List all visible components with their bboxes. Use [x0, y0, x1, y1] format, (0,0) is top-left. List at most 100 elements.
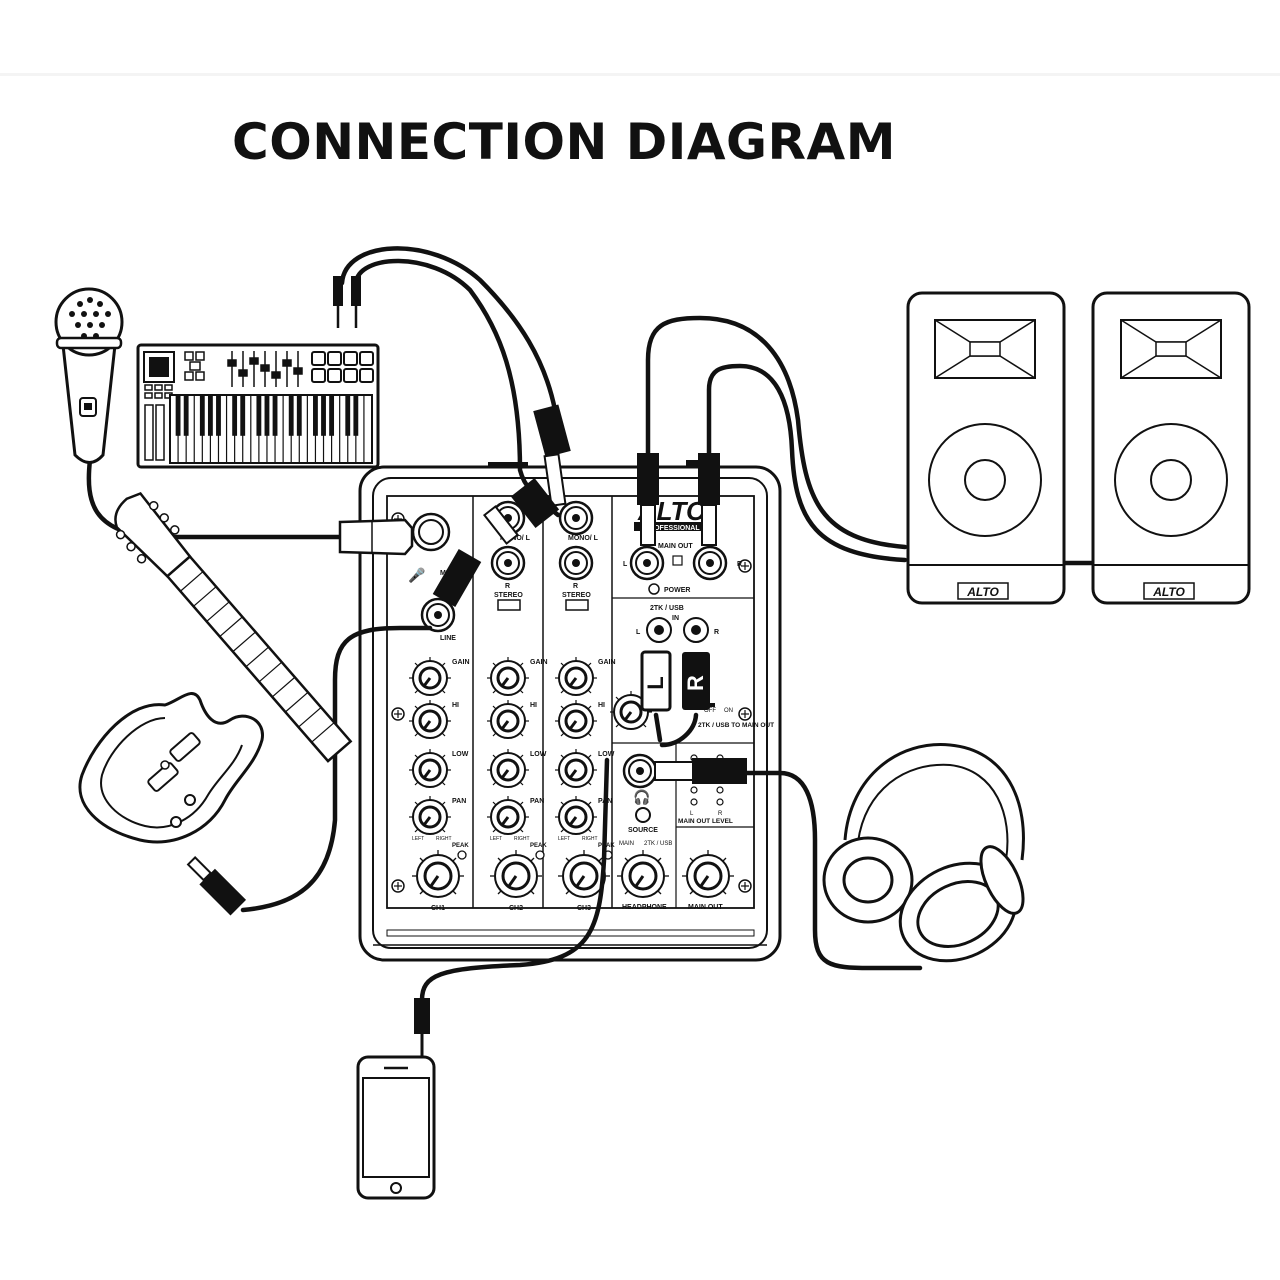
ch1-peak-label: PEAK — [452, 843, 469, 849]
ch1-gain-label: GAIN — [452, 659, 470, 666]
rca-plug-left: L — [640, 650, 672, 712]
ch2-low-label: LOW — [530, 751, 547, 758]
black-key — [199, 395, 205, 436]
ch3-pan-right-label: RIGHT — [582, 836, 598, 842]
source-main-label: MAIN — [619, 841, 634, 847]
ch2-r-label: R — [505, 583, 510, 590]
black-key — [329, 395, 335, 436]
black-key — [321, 395, 326, 436]
black-key — [175, 395, 181, 436]
black-key — [240, 395, 246, 436]
twotk-l-label: L — [636, 629, 641, 636]
ch2-peak-label: PEAK — [530, 843, 547, 849]
black-key — [288, 395, 294, 436]
diagram-title: CONNECTION DIAGRAM — [232, 113, 897, 171]
twotk-in-label: IN — [672, 615, 679, 622]
ch1-pan-left-label: LEFT — [412, 836, 424, 842]
black-key — [256, 395, 262, 436]
power-led — [648, 583, 660, 595]
keyboard-out-plugs — [333, 276, 361, 328]
xlr-connector — [338, 518, 414, 556]
black-key — [232, 395, 238, 436]
black-key — [345, 395, 351, 436]
rca-plug-right: R — [682, 652, 710, 710]
ch3-mono-l-jack[interactable] — [558, 500, 594, 536]
twotk-r-label: R — [714, 629, 719, 636]
ch1-label: CH1 — [431, 905, 445, 912]
mixer-brand-sub: PROFESSIONAL — [644, 525, 700, 532]
ch2-pan-right-label: RIGHT — [514, 836, 530, 842]
main-out-r-jack[interactable] — [692, 545, 728, 581]
twotk-to-main-switch[interactable] — [707, 703, 715, 707]
ch2-mono-l-label: MONO/ L — [500, 535, 531, 542]
ch1-hi-label: HI — [452, 702, 459, 709]
headphone-jack[interactable] — [622, 753, 658, 789]
keyboard-faders — [227, 351, 303, 387]
main-out-l-label: L — [623, 561, 628, 568]
headphones — [822, 743, 1025, 963]
ch2-stereo-switch[interactable] — [497, 599, 521, 611]
ch1-pan-right-label: RIGHT — [436, 836, 452, 842]
black-key — [296, 395, 302, 436]
source-label: SOURCE — [628, 827, 658, 834]
ch3-low-label: LOW — [598, 751, 615, 758]
ch2-peak-led — [535, 850, 545, 860]
ch3-label: CH3 — [577, 905, 591, 912]
black-key — [207, 395, 213, 436]
black-key — [183, 395, 189, 436]
black-key — [216, 395, 221, 436]
meter-r-label: R — [718, 811, 723, 817]
mic-xlr-input[interactable] — [411, 512, 451, 552]
main-out-knob-label: MAIN OUT — [688, 904, 723, 911]
line-plug-body — [432, 548, 482, 608]
headphone-icon: 🎧 — [633, 789, 650, 806]
guitar-cable-plug — [186, 856, 247, 916]
ch3-pan-left-label: LEFT — [558, 836, 570, 842]
power-label: POWER — [664, 587, 690, 594]
speaker-left: ALTO — [906, 291, 1066, 605]
keyboard-controller — [136, 343, 380, 469]
smartphone — [356, 1055, 436, 1200]
keyboard-keys — [175, 395, 365, 463]
main-out-plugs — [637, 453, 720, 546]
black-key — [272, 395, 278, 436]
ch1-pan-label: PAN — [452, 798, 466, 805]
main-out-r-label: R — [737, 561, 742, 568]
twotk-to-main-label: 2TK / USB TO MAIN OUT — [698, 722, 774, 729]
meter-l-label: L — [690, 811, 694, 817]
ch3-r-jack[interactable] — [558, 545, 594, 581]
ch2-stereo-label: STEREO — [494, 592, 523, 599]
ch3-hi-label: HI — [598, 702, 605, 709]
source-twotk-label: 2TK / USB — [644, 841, 672, 847]
black-key — [353, 395, 359, 436]
svg-text:R: R — [683, 675, 708, 691]
black-key — [264, 395, 270, 436]
source-button[interactable] — [635, 807, 651, 823]
headphone-knob-label: HEADPHONE — [622, 904, 667, 911]
line-label: LINE — [440, 635, 456, 642]
twotk-off-label: OFF — [704, 708, 716, 714]
ch2-pan-label: PAN — [530, 798, 544, 805]
black-key — [313, 395, 318, 436]
twotk-r-rca-jack[interactable] — [683, 617, 709, 643]
ch2-r-jack[interactable] — [490, 545, 526, 581]
ch3-stereo-switch[interactable] — [565, 599, 589, 611]
main-out-l-jack[interactable] — [629, 545, 665, 581]
plugs: L R — [186, 276, 747, 1058]
keyboard-pads — [311, 351, 374, 383]
ch2-label: CH2 — [509, 905, 523, 912]
ch2-plug-body — [510, 478, 560, 528]
twotk-usb-label: 2TK / USB — [650, 605, 684, 612]
ch3-gain-label: GAIN — [598, 659, 616, 666]
microphone — [54, 287, 124, 464]
mixer: ALTO PROFESSIONAL MIC LINE 🎤 MONO/ L R S… — [358, 460, 782, 962]
twotk-l-rca-jack[interactable] — [646, 617, 672, 643]
svg-text:L: L — [643, 676, 668, 689]
mic-grille — [69, 297, 111, 339]
main-out-level-label: MAIN OUT LEVEL — [678, 818, 733, 825]
phone-cable-plug — [414, 998, 430, 1058]
ch3-r-label: R — [573, 583, 578, 590]
speaker-left-badge: ALTO — [966, 585, 999, 599]
mic-icon: 🎤 — [408, 566, 426, 584]
